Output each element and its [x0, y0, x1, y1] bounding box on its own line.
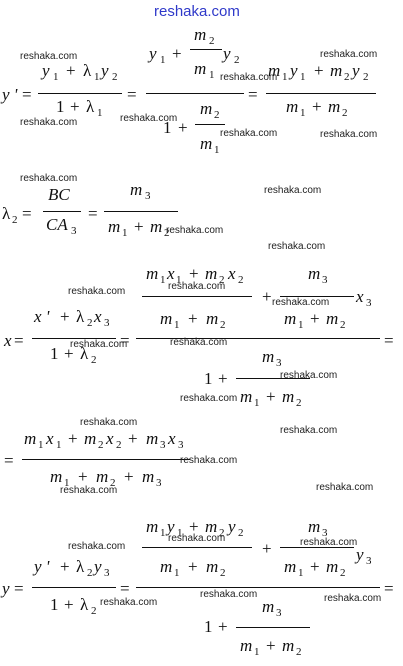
watermark: reshaka.com: [320, 129, 378, 140]
watermark: reshaka.com: [264, 185, 322, 196]
watermark: reshaka.com: [280, 370, 338, 381]
site-brand[interactable]: reshaka.com: [154, 3, 240, 20]
watermark: reshaka.com: [316, 482, 374, 493]
watermark: reshaka.com: [280, 425, 338, 436]
watermark: reshaka.com: [80, 417, 138, 428]
lambda: λ: [83, 61, 92, 80]
watermark: reshaka.com: [170, 337, 228, 348]
watermark: reshaka.com: [180, 455, 238, 466]
watermark: reshaka.com: [268, 241, 326, 252]
watermark: reshaka.com: [180, 393, 238, 404]
var-y-prime: y ': [2, 85, 18, 104]
watermark: reshaka.com: [220, 72, 278, 83]
equals-sign: =: [22, 85, 32, 104]
watermark: reshaka.com: [20, 173, 78, 184]
watermark: reshaka.com: [300, 537, 358, 548]
watermark: reshaka.com: [200, 589, 258, 600]
watermark: reshaka.com: [20, 51, 78, 62]
watermark: reshaka.com: [220, 128, 278, 139]
watermark: reshaka.com: [324, 593, 382, 604]
watermark: reshaka.com: [20, 117, 78, 128]
watermark: reshaka.com: [320, 49, 378, 60]
watermark: reshaka.com: [168, 281, 226, 292]
var-y1: y: [42, 61, 50, 80]
watermark: reshaka.com: [100, 597, 158, 608]
watermark: reshaka.com: [272, 297, 330, 308]
fraction-bar: [38, 93, 122, 94]
watermark: reshaka.com: [120, 113, 178, 124]
watermark: reshaka.com: [68, 541, 126, 552]
watermark: reshaka.com: [166, 225, 224, 236]
watermark: reshaka.com: [60, 485, 118, 496]
watermark: reshaka.com: [68, 286, 126, 297]
watermark: reshaka.com: [168, 533, 226, 544]
watermark: reshaka.com: [70, 339, 128, 350]
